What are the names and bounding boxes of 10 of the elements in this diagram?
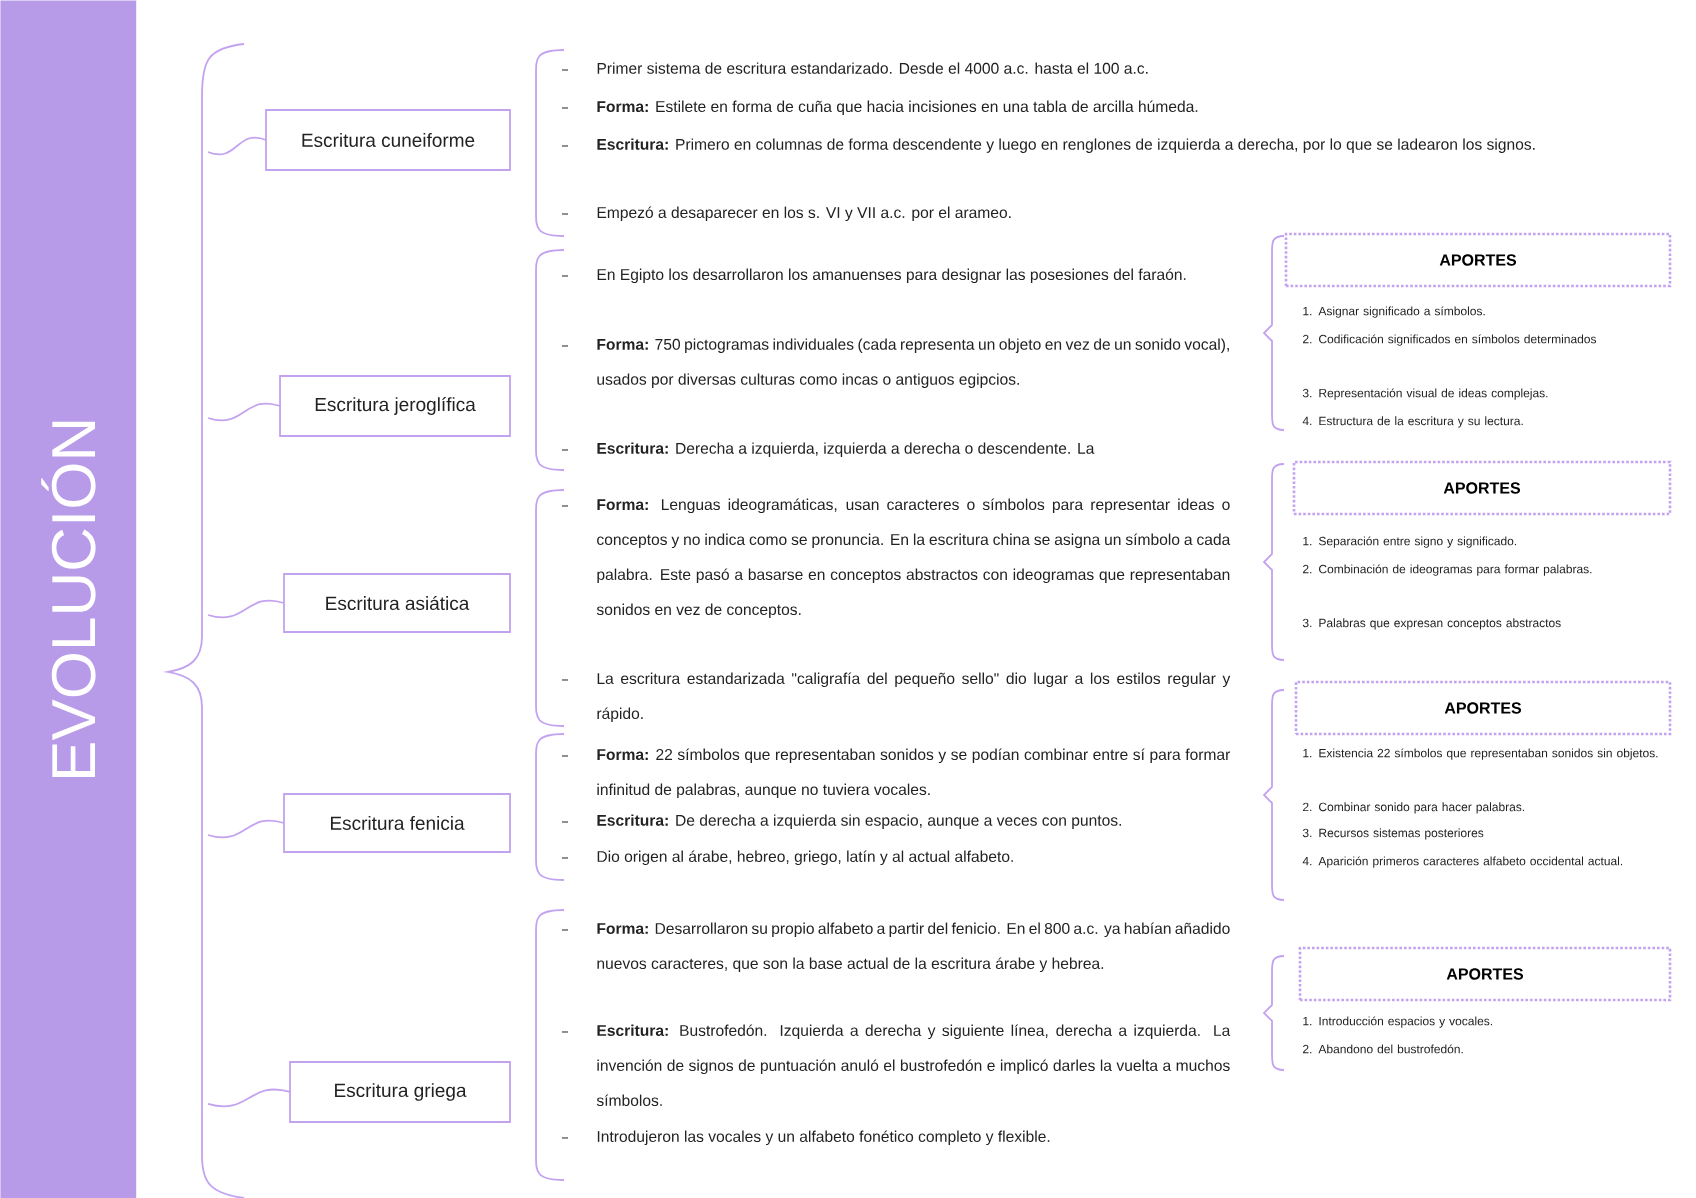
title-band: EVOLUCIÓN (0, 0, 137, 1198)
banner: APORTES (1284, 232, 1672, 288)
writing-box: Escritura fenicia (283, 793, 511, 853)
writing-box: Escritura asiática (283, 573, 511, 633)
banner: APORTES (1298, 946, 1672, 1002)
banner: APORTES (1294, 680, 1672, 736)
writing-box: Escritura griega (289, 1061, 511, 1123)
banner: APORTES (1292, 460, 1672, 516)
writing-box: Escritura jeroglífica (279, 375, 511, 437)
writing-box: Escritura cuneiforme (265, 109, 511, 171)
